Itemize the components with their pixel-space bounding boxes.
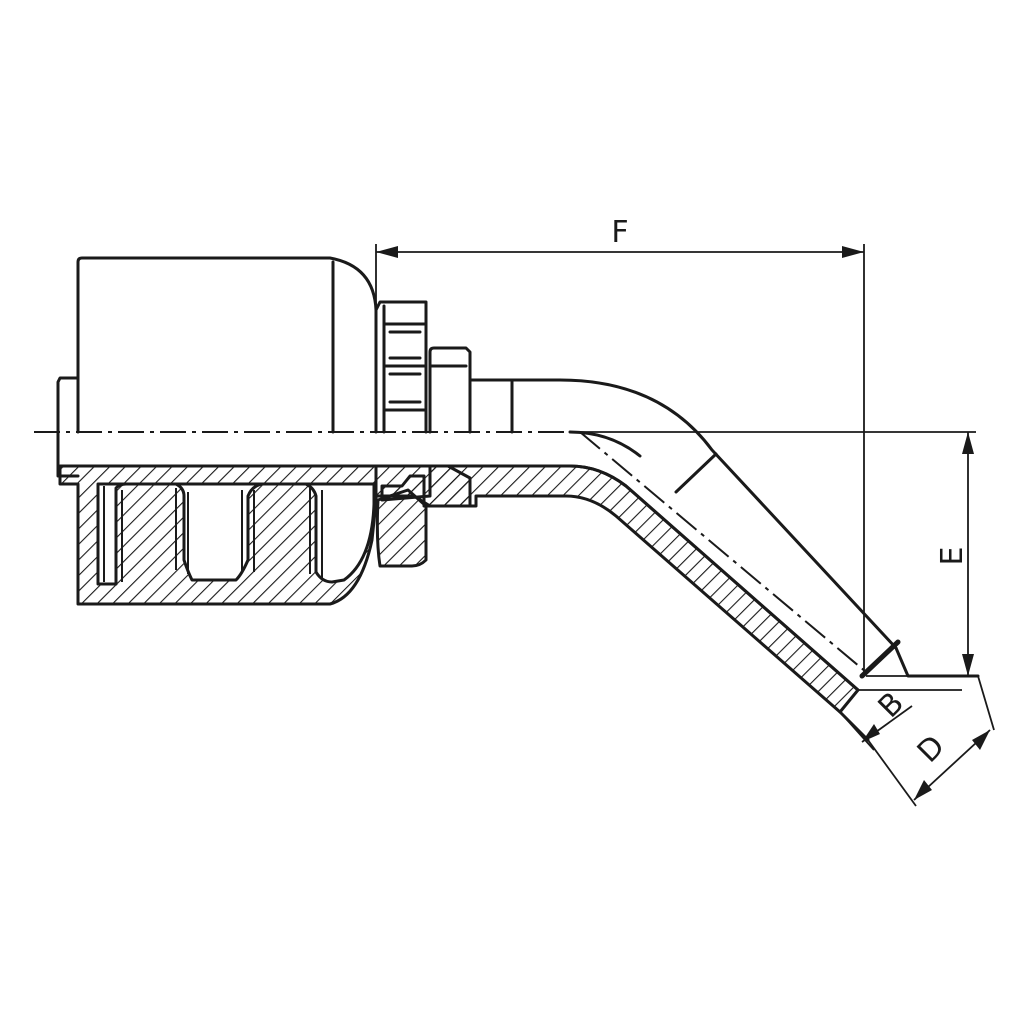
ferrule-end-step — [56, 376, 80, 478]
nipple-collar — [428, 346, 472, 434]
dimension-b-label: B — [872, 686, 911, 725]
dimension-f-arrow-right — [842, 246, 864, 258]
dimension-e-arrow-bottom — [962, 654, 974, 676]
dimension-d-arrow-left — [914, 780, 932, 800]
angled-centerline — [579, 431, 867, 673]
dimension-b-arrow — [862, 724, 880, 742]
tube-inner-outline — [510, 378, 642, 458]
dimension-b-extension — [839, 711, 875, 751]
dimension-d-extension-left — [867, 739, 917, 807]
dimension-d-arrow-right — [972, 730, 990, 750]
tube-upper-outline — [510, 378, 898, 650]
hex-nut — [374, 300, 514, 434]
dimension-f-arrow-left — [376, 246, 398, 258]
dimension-e: E — [866, 432, 976, 677]
dimension-d-extension-right — [977, 675, 995, 731]
ferrule — [56, 256, 378, 606]
dimension-e-label: E — [935, 547, 970, 566]
tube-lower-bore-outline — [374, 464, 860, 692]
ferrule-outer-body — [76, 256, 378, 434]
ferrule-teeth-cavity — [96, 482, 376, 586]
dimension-f: F — [375, 215, 865, 676]
dimension-e-arrow-top — [962, 432, 974, 454]
dimension-d-label: D — [911, 729, 952, 770]
tube-end-band — [859, 639, 901, 679]
centerlines — [34, 431, 976, 673]
tube-band — [674, 452, 718, 494]
dimension-f-label: F — [611, 215, 628, 250]
hose-end-outline — [838, 646, 980, 742]
insert — [374, 464, 860, 714]
nut-lower-hatched — [375, 488, 428, 568]
